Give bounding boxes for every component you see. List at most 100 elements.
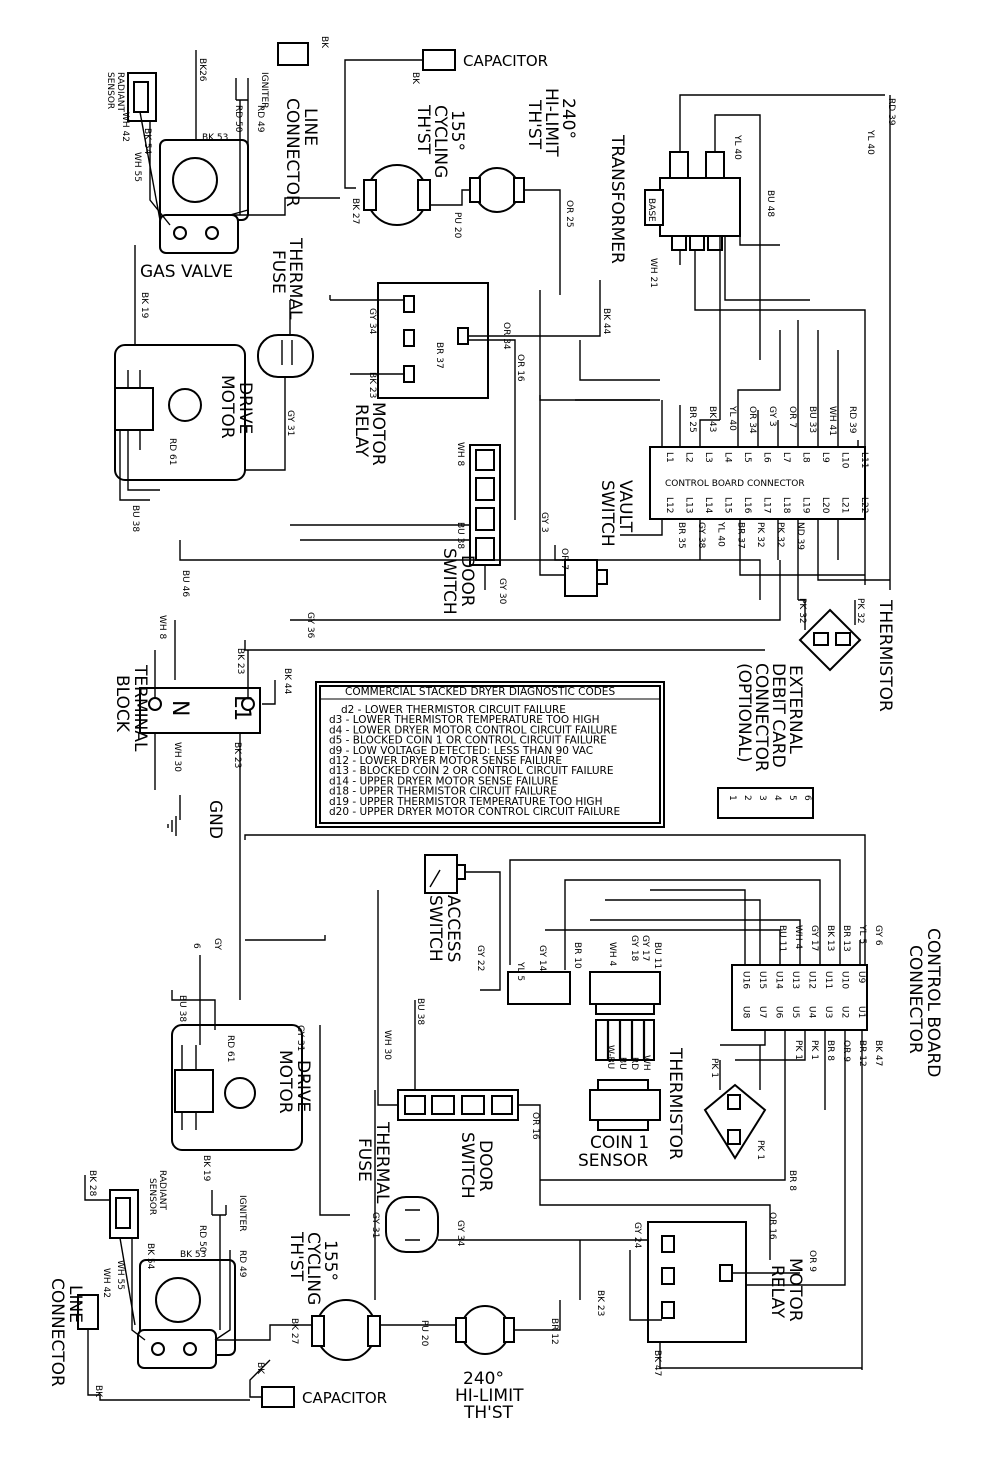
wire-label: BK 19 [201, 1155, 211, 1182]
lower-cycling-thermostat: 155° CYCLING TH'ST [286, 1231, 381, 1361]
svg-text:RD 50: RD 50 [197, 1225, 207, 1253]
cbc-pin: U8 [741, 1006, 751, 1019]
diagnostic-code: d18 - UPPER THERMISTOR CIRCUIT FAILURE [329, 786, 557, 798]
wire-label: BK 19 [139, 292, 149, 319]
wire-label: BK 43 [707, 406, 717, 432]
svg-text:DRIVE: DRIVE [235, 382, 255, 434]
wire-label: GY 31 [285, 410, 295, 436]
wire-label: GY 17 [809, 925, 819, 951]
cbc-pin: L9 [820, 452, 830, 463]
svg-text:DOOR: DOOR [475, 1140, 495, 1192]
svg-text:DRIVE: DRIVE [293, 1060, 313, 1112]
cbc-pin: L17 [762, 497, 772, 513]
wire-label: BK 23 [595, 1290, 605, 1316]
svg-text:RELAY: RELAY [767, 1265, 787, 1319]
svg-text:155°: 155° [320, 1240, 340, 1281]
svg-text:RD 49: RD 49 [237, 1250, 247, 1278]
cbc-pin: L4 [723, 452, 733, 463]
lower-motor-relay: MOTOR RELAY [647, 1221, 805, 1343]
wire-label: RD [629, 1057, 639, 1070]
wire-label: WH 42 [101, 1268, 111, 1298]
svg-text:MOTOR: MOTOR [217, 375, 237, 439]
wire-label: BK 47 [652, 1350, 662, 1376]
wire-label: PK 1 [709, 1058, 719, 1078]
lower-radiant-sensor: RADIANT SENSOR [109, 1170, 167, 1239]
wire-label: BK 44 [282, 668, 292, 695]
wire-label: GY 34 [367, 308, 377, 335]
wire-label: BK 27 [289, 1318, 299, 1344]
wire-label: GY 24 [632, 1222, 642, 1249]
lower-drive-motor: DRIVE MOTOR [171, 1024, 313, 1151]
upper-control-board-connector: CONTROL BOARD CONNECTOR [649, 446, 866, 520]
svg-text:RADIANT: RADIANT [115, 72, 125, 113]
wire-label: BK 44 [601, 308, 611, 335]
cbc-pin: L5 [742, 452, 752, 463]
diagnostic-code-list: d2 - LOWER THERMISTOR CIRCUIT FAILUREd3 … [329, 704, 620, 818]
wire-label: WH 4 [793, 925, 803, 950]
svg-text:IGNITER: IGNITER [237, 1195, 247, 1231]
wire-label: PU 20 [452, 212, 462, 239]
wire-label: BU 11 [777, 925, 787, 952]
upper-radiant-sensor: RADIANT SENSOR [105, 72, 157, 122]
wire-label: OR 9 [807, 1250, 817, 1272]
svg-text:CYCLING: CYCLING [303, 1232, 323, 1305]
svg-text:BASE: BASE [646, 198, 656, 222]
wire-label: BK [410, 72, 420, 85]
wire-label: WH 8 [455, 442, 465, 467]
svg-text:CONNECTOR: CONNECTOR [47, 1278, 67, 1387]
cbc-pin: L11 [859, 452, 869, 468]
wire-label: GY 30 [497, 578, 507, 605]
wire-label: BU 48 [765, 190, 775, 217]
svg-text:BLOCK: BLOCK [112, 675, 132, 733]
cbc-pin: L2 [684, 452, 694, 463]
svg-text:MOTOR: MOTOR [785, 1258, 805, 1322]
wire-label: BU 38 [130, 505, 140, 532]
wire-label: BR 13 [841, 925, 851, 952]
wire-label: GY 14 [537, 945, 547, 972]
cbc-pin: U3 [823, 1006, 833, 1018]
wire-label: BU 38 [177, 995, 187, 1022]
line-connector-upper [277, 42, 309, 66]
svg-text:240°: 240° [558, 98, 578, 139]
svg-text:SWITCH: SWITCH [457, 1132, 477, 1199]
diagnostic-code: d4 - LOWER DRYER MOTOR CONTROL CIRCUIT F… [329, 724, 617, 736]
cbc-pin: U11 [823, 971, 833, 989]
wire-label: BU [617, 1057, 627, 1070]
wire-label: OR 16 [530, 1112, 540, 1140]
wire-label: BU 46 [180, 570, 190, 597]
wire-label: PK 32 [797, 598, 807, 624]
wire-label: BK 54 [145, 1243, 155, 1270]
cbc-pin: L15 [723, 497, 733, 513]
wire-label: BK [93, 1385, 103, 1398]
cbc-pin: U7 [757, 1006, 767, 1018]
capacitor-upper [422, 49, 456, 71]
svg-text:RELAY: RELAY [351, 404, 371, 458]
cbc-pin: L13 [684, 497, 694, 513]
svg-text:TH'ST: TH'ST [413, 104, 433, 155]
lower-thermistor: THERMISTOR [665, 1047, 767, 1160]
svg-text:THERMAL: THERMAL [372, 1121, 392, 1204]
svg-text:DEBIT CARD: DEBIT CARD [768, 663, 788, 768]
svg-text:THERMISTOR: THERMISTOR [875, 599, 895, 712]
wire-label: ND 39 [795, 522, 805, 550]
svg-text:CONNECTOR: CONNECTOR [751, 663, 771, 772]
diagnostic-code: d13 - BLOCKED COIN 2 OR CONTROL CIRCUIT … [329, 765, 613, 777]
terminal-block: N L1 TERMINAL BLOCK [112, 664, 261, 752]
wire-label: WH 55 [132, 152, 142, 182]
debit-pin: 3 [757, 795, 767, 801]
wire-label: BR 8 [787, 1170, 797, 1191]
wire-label: W-BU [605, 1045, 615, 1069]
wire-label: WH 41 [827, 406, 837, 436]
capacitor-upper-label: CAPACITOR [463, 52, 548, 70]
svg-text:GAS VALVE: GAS VALVE [140, 262, 233, 282]
upper-thermal-fuse: THERMAL FUSE [257, 237, 314, 378]
lower-control-board-connector: CONTROL BOARD CONNECTOR [731, 928, 943, 1077]
cbc-pin: L6 [762, 452, 772, 463]
wire-label: BK 23 [367, 372, 377, 398]
svg-text:EXTERNAL: EXTERNAL [785, 665, 805, 754]
diagnostic-code: d12 - LOWER DRYER MOTOR SENSE FAILURE [329, 755, 562, 767]
cbc-pin: L22 [859, 497, 869, 513]
wire-label: BR 37 [434, 342, 444, 369]
wire-label: WH 42 [120, 112, 130, 142]
